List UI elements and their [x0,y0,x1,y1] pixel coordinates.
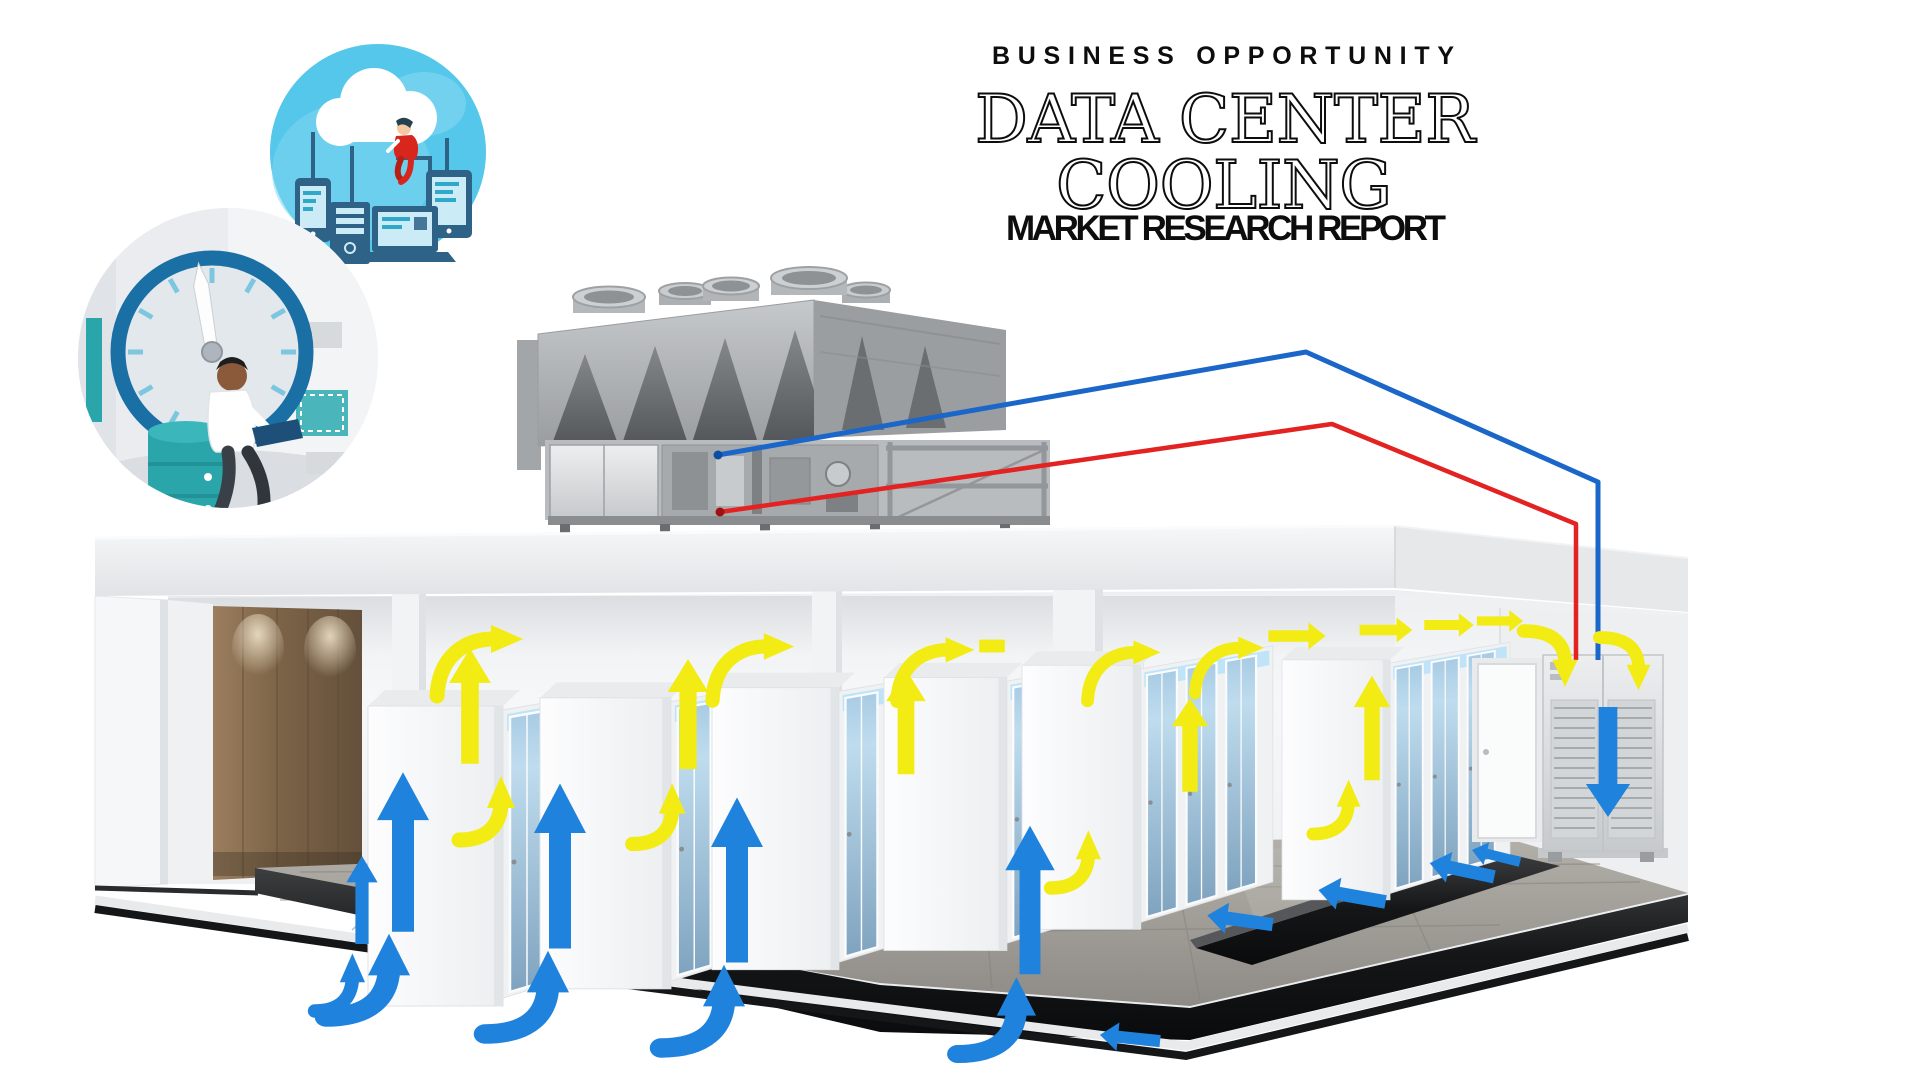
underfloor-trench [1196,852,1560,965]
data-center-building [94,524,1690,1061]
chilled-water-supply-pipe [717,349,1601,660]
server-room-door [1472,658,1542,842]
eyebrow-text: BUSINESS OPPORTUNITY [992,42,1454,70]
page-title-line2: COOLING [1056,147,1392,224]
wood-panel-wall [213,606,362,880]
seated-figure-icon [386,117,419,185]
warm-water-return-pipe [719,421,1579,660]
cloud-computing-badge-icon [270,44,486,264]
chiller-fan-icon [572,266,891,313]
page-title-line1: DATA CENTER [975,81,1477,158]
server-tower-icon [330,202,370,264]
left-wall [94,595,259,896]
uptime-clock-badge-icon [78,208,378,508]
coolant-pipe-icon [713,349,1601,660]
cloud-icon [316,68,437,146]
header: BUSINESS OPPORTUNITY DATA CENTER COOLING… [974,42,1478,248]
subtitle-text: MARKET RESEARCH REPORT [1006,209,1446,248]
analyst-figure-icon [207,357,303,508]
hot-air-arrow-icon [979,639,1005,653]
rooftop-chiller-icon [517,266,1050,537]
clock-icon [110,250,314,454]
roof-slab [94,524,1689,612]
phone-icon [295,178,331,242]
laptop-icon [354,206,456,262]
